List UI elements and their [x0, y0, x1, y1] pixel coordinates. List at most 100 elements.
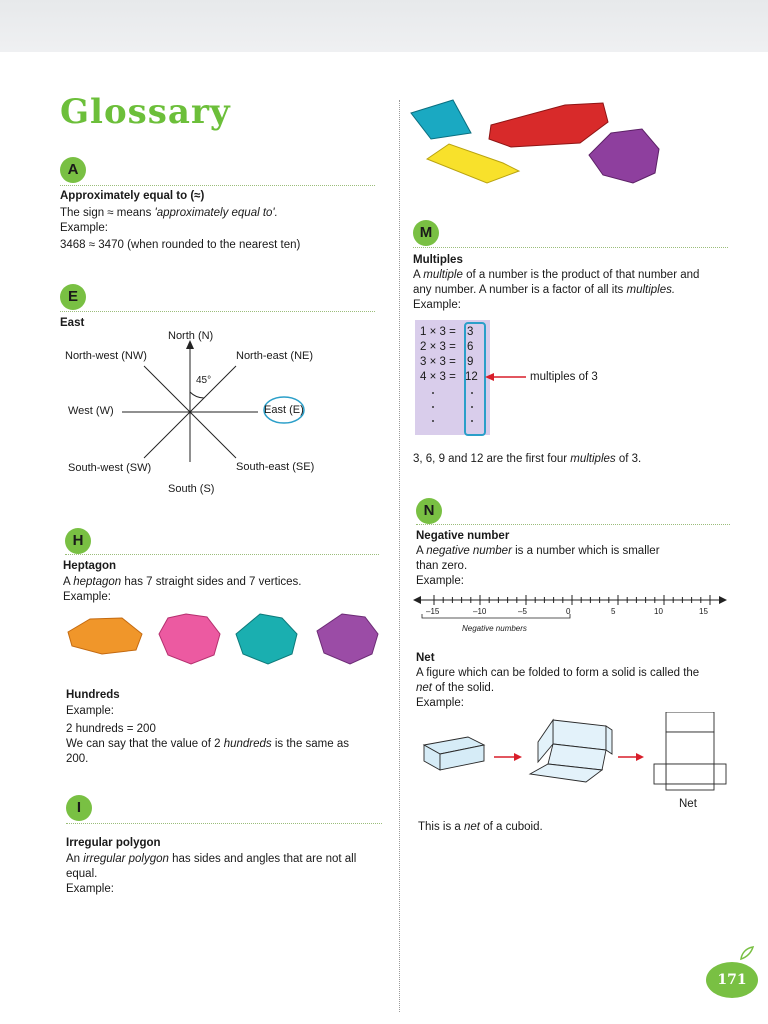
section-divider: [60, 185, 375, 186]
scan-background-strip: [0, 0, 768, 52]
irregular-yellow: [425, 143, 521, 184]
compass-south-west: South-west (SW): [68, 462, 152, 474]
definition-line: any number. A number is a factor of all …: [413, 284, 676, 296]
example-label: Example:: [413, 299, 461, 311]
multiplication-row: 2 × 3 =: [420, 341, 456, 353]
definition-line: A heptagon has 7 straight sides and 7 ve…: [63, 576, 302, 588]
definition-line: An irregular polygon has sides and angle…: [66, 853, 357, 865]
section-divider: [66, 823, 382, 824]
definition-line: A negative number is a number which is s…: [416, 545, 660, 557]
net-folding-diagram: [422, 712, 727, 791]
page-title: Glossary: [60, 92, 231, 132]
definition-line: net of the solid.: [416, 682, 495, 694]
section-letter-m: M: [413, 220, 439, 246]
irregular-purple: [588, 128, 660, 184]
section-letter-e: E: [60, 284, 86, 310]
unfolding-cuboid: [528, 718, 613, 783]
section-letter-i: I: [66, 795, 92, 821]
heptagon-examples: [67, 613, 379, 665]
example-label: Example:: [60, 222, 108, 234]
term-multiples: Multiples: [413, 254, 463, 266]
compass-north-east: North-east (NE): [236, 350, 314, 362]
definition-line: than zero.: [416, 560, 468, 572]
tick-label: 10: [654, 607, 663, 616]
angle-arc: [189, 391, 205, 399]
term-heptagon: Heptagon: [63, 560, 117, 572]
ne-sw-line: [143, 365, 237, 459]
tick-label: –15: [426, 607, 440, 616]
example-text: 2 hundreds = 200: [66, 723, 156, 735]
multiplication-row: 4 × 3 =: [420, 371, 456, 383]
example-label: Example:: [416, 575, 464, 587]
heptagon-teal: [235, 613, 298, 665]
leaf-icon: [740, 946, 755, 961]
continuation-dots: [432, 392, 473, 422]
multiple-value: 6: [467, 341, 474, 353]
column-divider: [399, 100, 400, 1012]
definition-line: equal.: [66, 868, 98, 880]
term-negative-number: Negative number: [416, 530, 510, 542]
tick-label: 5: [611, 607, 616, 616]
irregular-teal: [410, 99, 472, 140]
definition-line: A multiple of a number is the product of…: [413, 269, 700, 281]
compass-north: North (N): [168, 330, 214, 342]
multiples-table: [415, 320, 490, 435]
right-arrowhead-icon: [719, 596, 727, 604]
section-letter-n: N: [416, 498, 442, 524]
tick-label: 15: [699, 607, 708, 616]
heptagon-orange: [67, 617, 143, 655]
compass-angle: 45°: [196, 375, 212, 386]
multiplication-row: 3 × 3 =: [420, 356, 456, 368]
multiples-highlight-box: [464, 322, 486, 436]
cuboid: [422, 736, 486, 771]
compass-west: West (W): [68, 405, 114, 417]
heptagon-purple: [316, 613, 379, 665]
definition-line: 200.: [66, 753, 89, 765]
section-letter-h: H: [65, 528, 91, 554]
left-arrowhead-icon: [413, 596, 421, 604]
glossary-page: Glossary A Approximately equal to (≈) Th…: [0, 52, 768, 1024]
multiple-value: 12: [465, 371, 478, 383]
tick-label: 0: [566, 607, 571, 616]
right-arrow-icon: [636, 753, 644, 761]
multiple-value: 9: [467, 356, 474, 368]
section-divider: [416, 524, 730, 525]
definition-line: We can say that the value of 2 hundreds …: [66, 738, 349, 750]
tick-label: –10: [473, 607, 487, 616]
number-line: [413, 595, 727, 619]
north-arrow-icon: [186, 340, 194, 349]
flat-net: [653, 712, 727, 791]
page-number-badge: 171: [706, 962, 758, 998]
net-summary: This is a net of a cuboid.: [418, 821, 543, 833]
compass-south: South (S): [168, 483, 215, 495]
multiple-value: 3: [467, 326, 474, 338]
heptagon-pink: [158, 613, 221, 665]
definition-line: A figure which can be folded to form a s…: [416, 667, 700, 679]
definition-line: The sign ≈ means 'approximately equal to…: [60, 207, 278, 219]
multiplication-row: 1 × 3 =: [420, 326, 456, 338]
multiples-summary: 3, 6, 9 and 12 are the first four multip…: [413, 453, 642, 465]
east-highlight: [263, 396, 305, 424]
left-arrow-icon: [485, 373, 526, 381]
example-label: Example:: [63, 591, 111, 603]
section-divider: [60, 311, 375, 312]
term-hundreds: Hundreds: [66, 689, 120, 701]
number-line-caption: Negative numbers: [462, 624, 527, 633]
example-label: Example:: [416, 697, 464, 709]
section-divider: [413, 247, 728, 248]
multiples-arrow-label: multiples of 3: [530, 371, 598, 383]
section-letter-a: A: [60, 157, 86, 183]
example-label: Example:: [66, 883, 114, 895]
negative-bracket: [421, 614, 571, 619]
compass-south-east: South-east (SE): [236, 461, 315, 473]
right-arrow-icon: [514, 753, 522, 761]
irregular-red: [488, 102, 609, 148]
tick-label: –5: [518, 607, 527, 616]
term-irregular-polygon: Irregular polygon: [66, 837, 161, 849]
compass-east: East (E): [264, 404, 304, 416]
irregular-polygon-examples: [410, 99, 660, 184]
compass-diagram: [122, 340, 305, 462]
term-approximately-equal: Approximately equal to (≈): [60, 190, 205, 202]
net-label: Net: [679, 798, 697, 810]
term-net: Net: [416, 652, 435, 664]
